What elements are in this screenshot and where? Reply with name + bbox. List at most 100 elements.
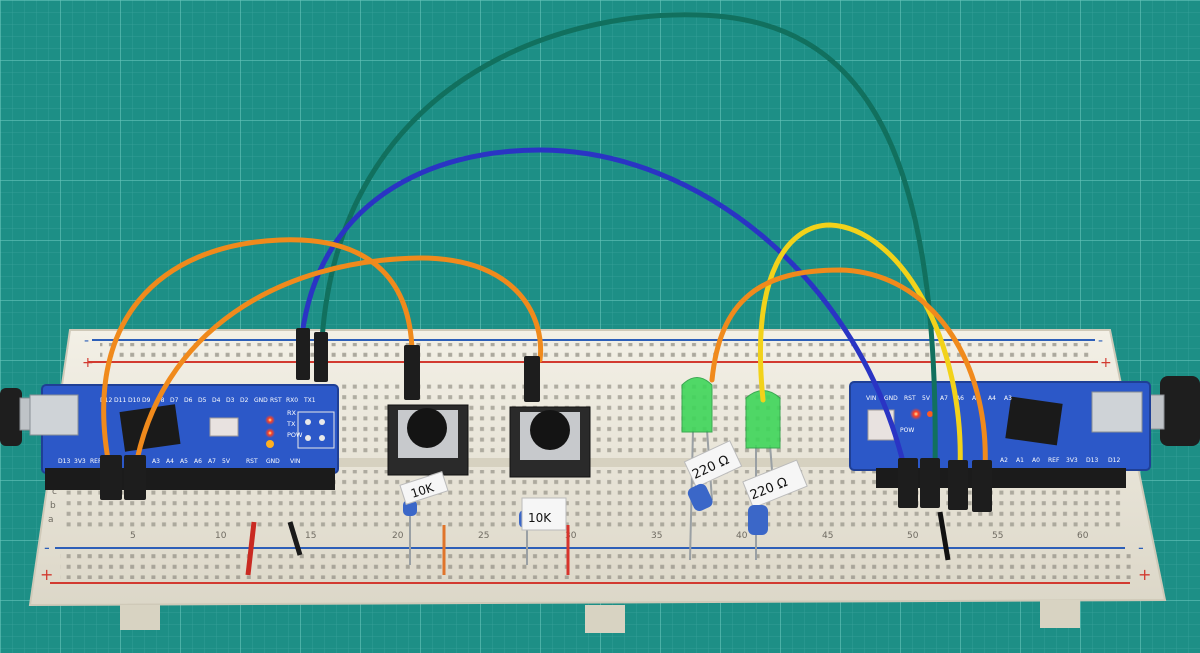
pin-label: A0 <box>1032 457 1040 464</box>
nano-left-led-label: RX <box>287 409 297 417</box>
pin-label: D10 <box>128 397 140 404</box>
small-jumpers <box>245 511 951 576</box>
pin-label: A3 <box>1004 395 1012 402</box>
pin-label: D2 <box>240 397 249 404</box>
push-button-left[interactable] <box>387 404 469 476</box>
pin-label: A4 <box>988 395 996 402</box>
wire-orange-3 <box>709 267 988 473</box>
push-button-right[interactable] <box>509 406 591 478</box>
column-labels: 5 10 15 20 25 30 35 40 45 50 55 60 <box>130 531 1089 541</box>
pin-label: GND <box>884 395 898 402</box>
led-icon <box>681 377 713 433</box>
resistor-led-right: 220 Ω <box>742 459 808 535</box>
pin-label: D11 <box>114 397 126 404</box>
led-icon <box>745 390 781 449</box>
pin-label: A7 <box>208 458 216 465</box>
col-label: 25 <box>478 531 489 541</box>
pin-label: 5V <box>922 395 931 402</box>
col-label: 60 <box>1077 531 1089 541</box>
row-label: c <box>52 487 57 497</box>
pin-label: 3V3 <box>74 458 86 465</box>
pin-label: 5V <box>222 458 231 465</box>
pin-label: A3 <box>152 458 160 465</box>
wire-blue <box>299 147 908 473</box>
push-button-icon[interactable] <box>407 408 447 448</box>
pin-label: D5 <box>198 397 207 404</box>
push-button-icon[interactable] <box>530 410 570 450</box>
pin-label: A5 <box>180 458 188 465</box>
col-label: 35 <box>651 531 662 541</box>
pin-label: RST <box>246 458 258 465</box>
pin-label: A1 <box>1016 457 1024 464</box>
pin-label: A6 <box>194 458 202 465</box>
wire-orange-2 <box>132 255 544 473</box>
usb-cable-icon <box>0 388 22 446</box>
nano-left-led-label: POW <box>287 431 303 439</box>
reset-button[interactable] <box>209 417 239 437</box>
wire-yellow <box>758 222 963 473</box>
rail-minus-right-top: - <box>1098 333 1103 349</box>
dupont-connectors <box>100 328 992 512</box>
pin-label: REF <box>1048 457 1060 464</box>
pin-label: RST <box>270 397 282 404</box>
pin-label: RST <box>904 395 916 402</box>
pin-label: GND <box>254 397 268 404</box>
resistor-led-left: 220 Ω <box>683 440 743 512</box>
pin-label: D13 <box>1086 457 1098 464</box>
col-label: 40 <box>736 531 748 541</box>
rail-minus-left-top: - <box>84 333 89 349</box>
resistor-icon <box>687 483 713 512</box>
rail-plus-right-bottom: + <box>1138 565 1151 584</box>
col-label: 30 <box>565 531 577 541</box>
pin-label: A2 <box>1000 457 1008 464</box>
pin-label: D7 <box>170 397 179 404</box>
rail-minus-right-bottom: - <box>1138 538 1144 557</box>
rail-plus-left-bottom: + <box>40 565 53 584</box>
resistor-button-right: 10K <box>519 497 570 575</box>
led-pow-indicator <box>910 408 922 420</box>
usb-cable-icon <box>1160 376 1200 446</box>
arduino-nano-left: RX TX POW D12 D11 D10 D9 D8 D7 D6 D5 D4 … <box>29 384 339 490</box>
pin-label: D13 <box>58 458 70 465</box>
pin-label: D4 <box>212 397 221 404</box>
jumper-wires <box>101 12 988 473</box>
chip-icon <box>119 404 181 452</box>
row-label: b <box>50 501 56 511</box>
row-label: a <box>48 515 54 525</box>
pin-label: 3V3 <box>1066 457 1078 464</box>
pin-label: VIN <box>290 458 300 465</box>
pin-label: D9 <box>142 397 151 404</box>
pin-label: TX1 <box>303 397 316 404</box>
led-tx-indicator <box>265 415 275 425</box>
resistor-button-left: 10K <box>399 471 449 575</box>
col-label: 5 <box>130 531 136 541</box>
col-label: 55 <box>992 531 1003 541</box>
wire-green <box>319 12 938 473</box>
col-label: 45 <box>822 531 833 541</box>
pin-label: A7 <box>940 395 948 402</box>
rail-plus-left-top: + <box>82 355 94 371</box>
led-pow-indicator <box>266 440 274 448</box>
pin-label: D6 <box>184 397 193 404</box>
led-rx-indicator <box>265 428 275 438</box>
arduino-nano-right: POW VIN GND RST 5V A7 A6 A5 A4 A3 A2 A1 … <box>849 381 1151 488</box>
pin-label: A4 <box>166 458 174 465</box>
col-label: 15 <box>305 531 316 541</box>
col-label: 10 <box>215 531 227 541</box>
wire-orange-1 <box>101 237 415 473</box>
pin-label: REF <box>90 458 102 465</box>
rail-plus-right-top: + <box>1100 355 1112 371</box>
pin-label: D3 <box>226 397 235 404</box>
pin-label: RX0 <box>286 397 298 404</box>
nano-right-led-label: POW <box>900 427 914 434</box>
pin-label: VIN <box>866 395 876 402</box>
pin-label: D12 <box>1108 457 1120 464</box>
pin-label: A6 <box>956 395 964 402</box>
col-label: 50 <box>907 531 919 541</box>
chip-icon <box>1005 396 1063 446</box>
resistor-tag-label: 10K <box>528 511 552 525</box>
rail-minus-left-bottom: - <box>44 538 50 557</box>
col-label: 20 <box>392 531 404 541</box>
nano-left-led-label: TX <box>286 420 296 428</box>
